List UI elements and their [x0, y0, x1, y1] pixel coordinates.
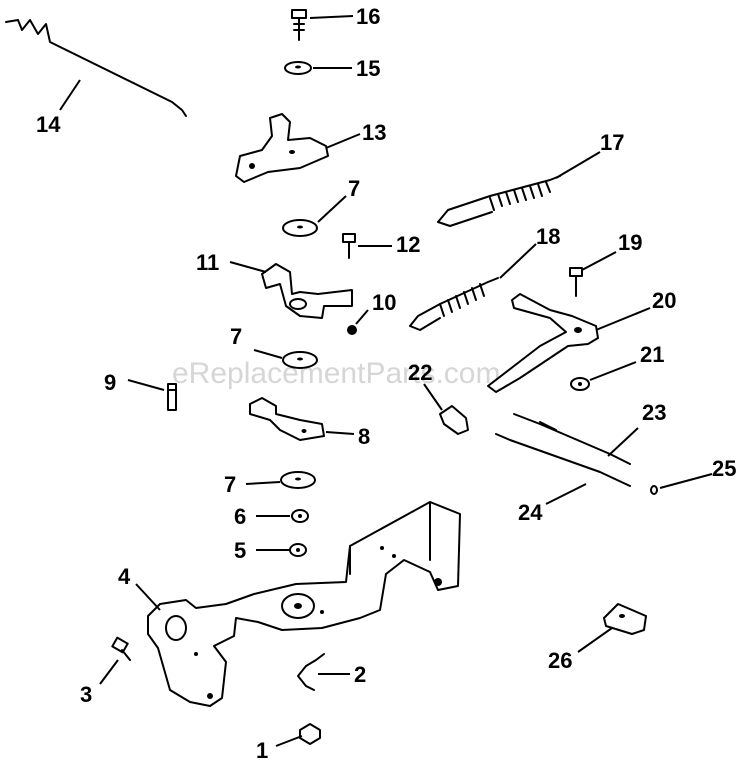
watermark: eReplacementParts.com [172, 357, 500, 390]
callout-8: 8 [358, 424, 370, 449]
part-17-spring [437, 175, 561, 227]
callout-14: 14 [36, 112, 61, 137]
callout-2: 2 [354, 662, 366, 687]
part-8-plate [249, 397, 325, 441]
callout-13: 13 [362, 120, 386, 145]
part-1-nut [299, 723, 321, 745]
callout-5: 5 [234, 538, 246, 563]
callout-labels: 16 15 14 13 7 12 11 10 7 9 8 7 6 5 4 3 2… [36, 4, 736, 763]
callout-1: 1 [256, 738, 268, 763]
callout-7-bottom: 7 [224, 472, 236, 497]
part-21-nut [570, 377, 590, 391]
callout-21: 21 [640, 342, 664, 367]
part-12-screw [342, 233, 356, 259]
part-15-washer [284, 61, 312, 75]
part-3-screw [111, 636, 131, 661]
leader-lines [59, 15, 713, 747]
part-7-washer-middle [282, 351, 318, 369]
callout-7-middle: 7 [230, 324, 242, 349]
part-23-rod [513, 413, 631, 465]
callout-11: 11 [196, 250, 219, 275]
part-2-spring [297, 653, 325, 691]
callout-3: 3 [80, 682, 92, 707]
part-20-arm [487, 293, 599, 393]
callout-6: 6 [234, 504, 246, 529]
callout-12: 12 [396, 232, 420, 257]
callout-7-top: 7 [348, 176, 360, 201]
part-18-spring [409, 277, 499, 331]
callout-18: 18 [536, 224, 560, 249]
part-24-rod [495, 433, 631, 487]
callout-25: 25 [712, 456, 736, 481]
part-10-nut [347, 325, 357, 335]
callout-16: 16 [356, 4, 380, 29]
part-5-nut [289, 543, 307, 557]
callout-20: 20 [652, 288, 676, 313]
part-9-pin [167, 383, 177, 411]
part-16-bolt [291, 9, 307, 41]
part-13-bracket [235, 113, 329, 183]
part-22-clip [439, 405, 469, 435]
callout-15: 15 [356, 56, 380, 81]
callout-22: 22 [408, 360, 432, 385]
callout-24: 24 [518, 500, 543, 525]
part-7-washer-bottom [280, 471, 316, 489]
part-14-rod [5, 19, 187, 117]
callout-23: 23 [642, 400, 666, 425]
callout-4: 4 [118, 564, 131, 589]
part-4-main-bracket [147, 501, 461, 707]
part-26-bracket [603, 603, 647, 635]
part-25-clip [650, 485, 658, 495]
callout-10: 10 [372, 290, 396, 315]
callout-17: 17 [600, 130, 624, 155]
callout-26: 26 [548, 648, 572, 673]
part-19-bolt [569, 267, 583, 297]
part-6-nut [291, 509, 309, 523]
callout-9: 9 [104, 370, 116, 395]
callout-19: 19 [618, 230, 642, 255]
part-11-lever [261, 263, 353, 319]
part-7-washer-top [282, 219, 318, 237]
